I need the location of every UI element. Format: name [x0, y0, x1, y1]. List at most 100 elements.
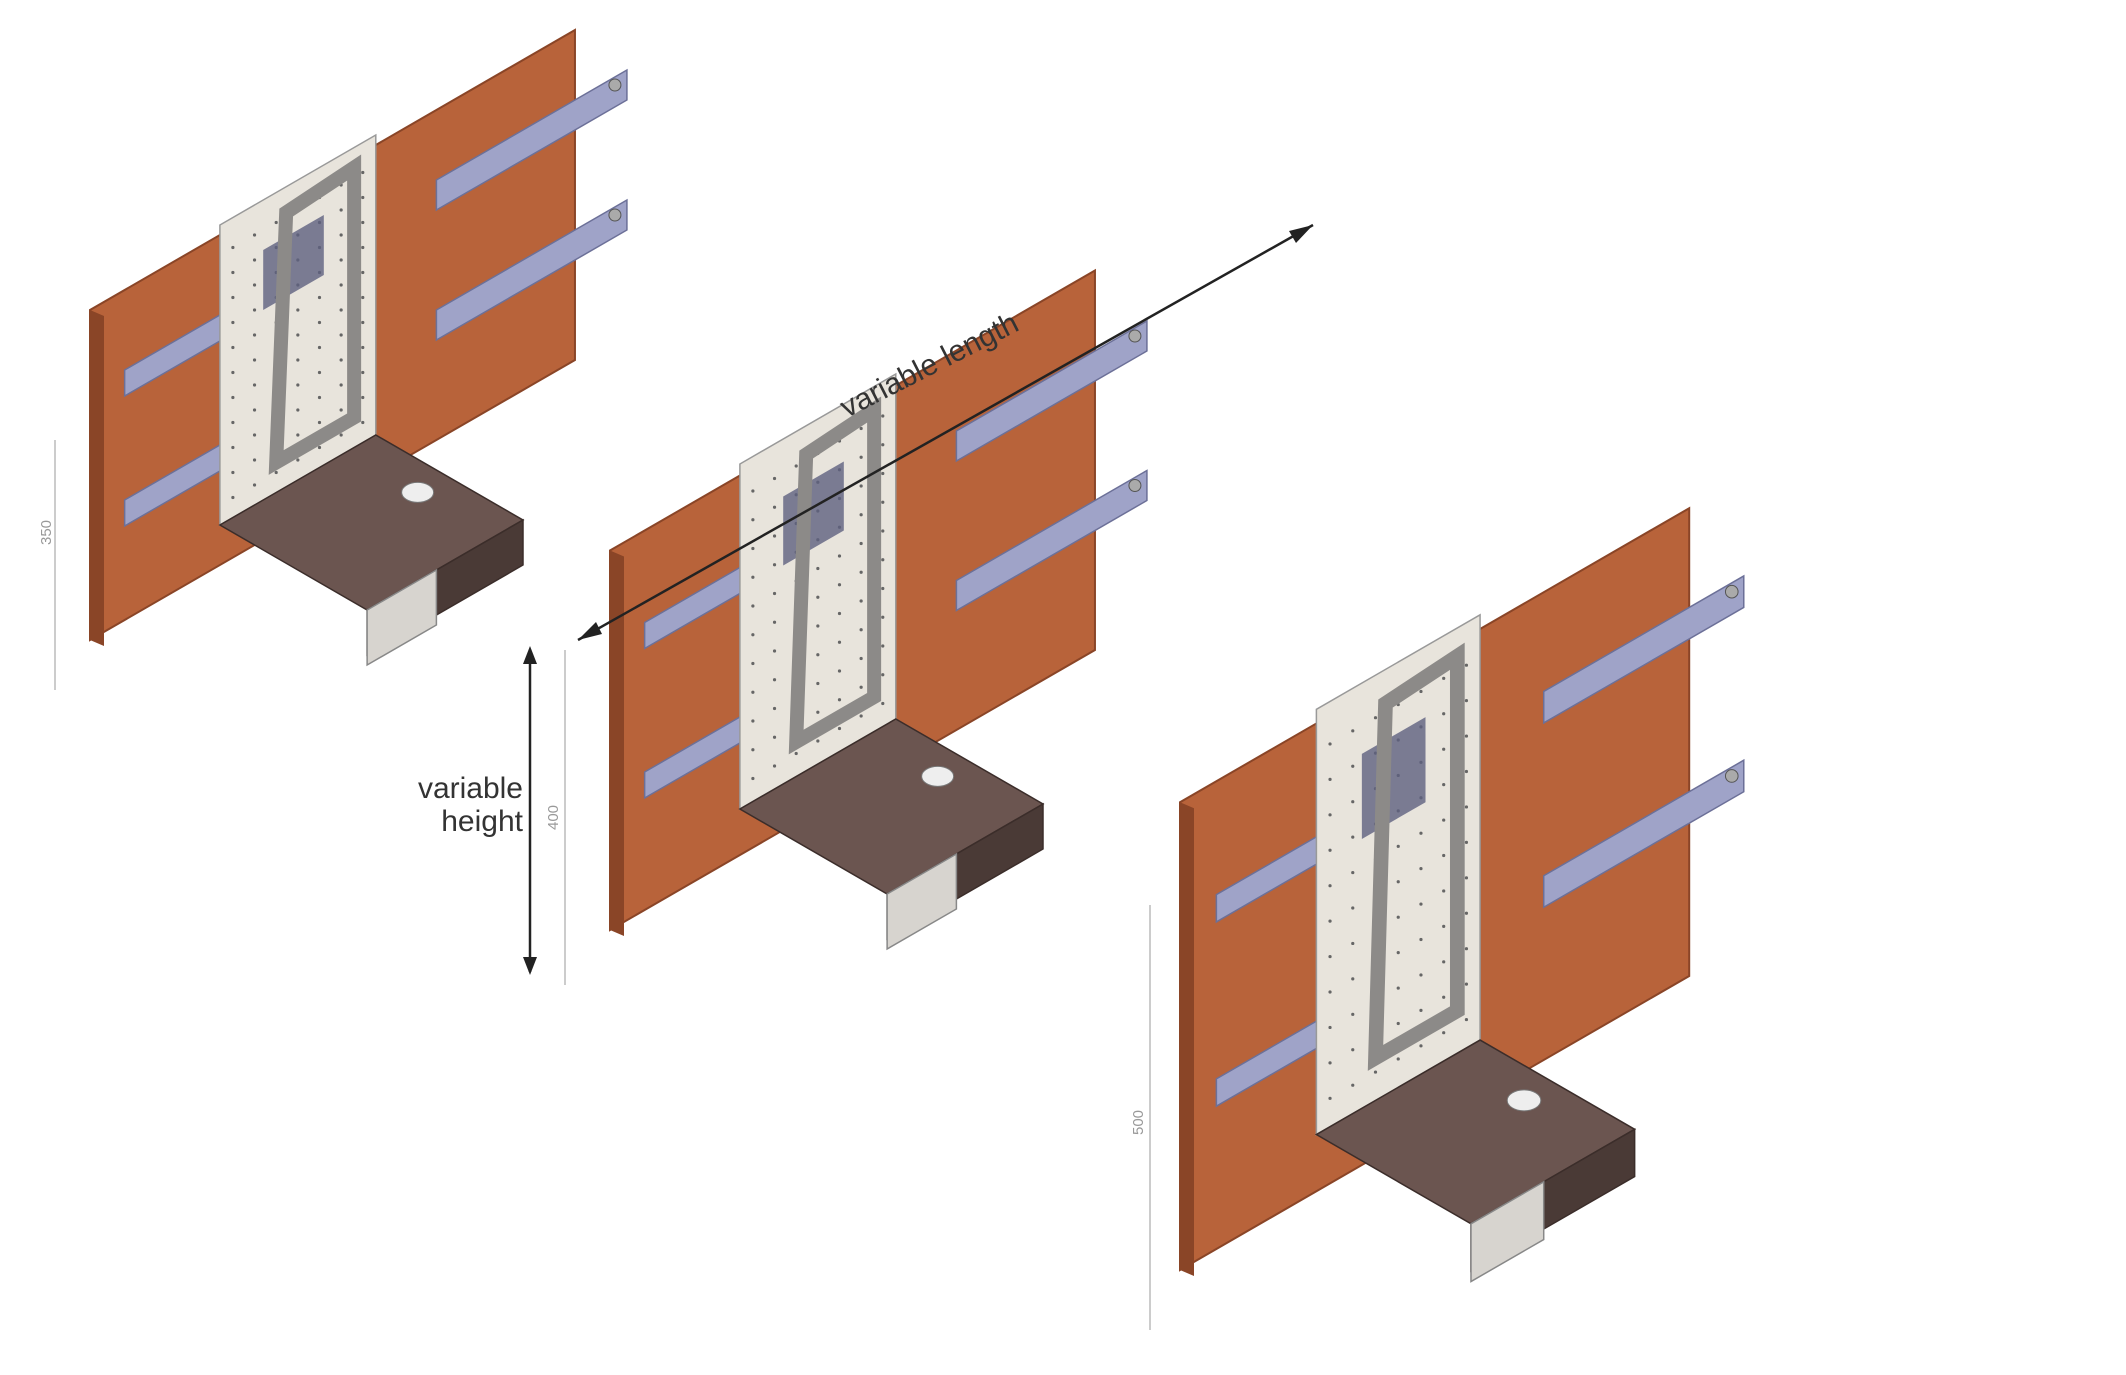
plate-hole [772, 591, 777, 596]
plate-hole [881, 471, 885, 476]
plate-hole [252, 483, 257, 487]
plate-hole [317, 420, 322, 425]
plate-hole [1373, 1070, 1378, 1074]
plate-hole [859, 570, 863, 574]
plate-hole [1464, 805, 1469, 809]
variable-height-label-line2: height [441, 805, 523, 838]
adjustment-knob-icon [1506, 1089, 1542, 1112]
plate-hole [837, 726, 842, 731]
plate-hole [772, 505, 777, 509]
plate-hole [317, 345, 322, 350]
steel-bracket [268, 154, 362, 475]
plate-hole [772, 649, 777, 653]
plate-hole [1328, 742, 1332, 746]
clamp-knob-icon [608, 78, 622, 92]
plate-hole [1351, 870, 1355, 875]
plate-hole [881, 673, 885, 677]
plate-hole [296, 308, 300, 312]
back-rail [435, 68, 628, 212]
adjustment-knob-icon [921, 765, 955, 787]
plate-hole [1351, 977, 1355, 981]
plate-hole [1396, 986, 1400, 990]
plate-hole [1464, 663, 1469, 667]
plate-hole [1464, 840, 1469, 844]
plate-hole [296, 433, 300, 437]
back-rail [435, 198, 628, 342]
plate-hole [1442, 676, 1446, 680]
plate-hole [339, 233, 343, 237]
plate-hole [1351, 835, 1355, 839]
plate-hole [837, 583, 842, 587]
plate-hole [1442, 889, 1446, 893]
plate-hole [1396, 1057, 1400, 1061]
plate-hole [859, 599, 863, 603]
plate-hole [751, 748, 755, 752]
plate-hole [1464, 769, 1469, 774]
plate-hole [252, 408, 257, 412]
plate-hole [1328, 1096, 1332, 1100]
plate-hole [339, 358, 343, 362]
plate-hole [1351, 800, 1355, 804]
plate-hole [1328, 1061, 1332, 1065]
plate-hole [1396, 1021, 1400, 1026]
plate-hole [231, 445, 235, 450]
plate-hole [859, 628, 863, 632]
plate-hole [1396, 915, 1400, 919]
plate-hole [1442, 1031, 1446, 1035]
plate-hole [361, 420, 365, 425]
back-rail [1542, 758, 1745, 909]
plate-hole [361, 345, 365, 350]
steel-bracket [788, 396, 882, 755]
variable-height-arrowhead-end [523, 957, 537, 975]
plate-hole [859, 455, 863, 459]
dimension-label-module-2: 400 [545, 804, 562, 830]
plate-hole [772, 476, 777, 481]
plate-hole [339, 258, 343, 262]
plate-hole [859, 513, 863, 517]
plate-hole [816, 739, 820, 743]
plate-hole [231, 345, 235, 350]
wooden-board-edge [1180, 802, 1194, 1276]
variable-length-arrowhead-start [578, 622, 602, 640]
plate-hole [339, 333, 343, 337]
plate-hole [816, 681, 820, 686]
plate-hole [317, 295, 322, 300]
plate-hole [881, 701, 885, 706]
variable-height-arrowhead-start [523, 646, 537, 664]
plate-hole [252, 283, 257, 287]
plate-hole [881, 529, 885, 533]
plate-hole [1442, 960, 1446, 964]
plate-hole [772, 620, 777, 624]
plate-hole [751, 575, 755, 579]
plate-hole [252, 358, 257, 362]
plate-hole [361, 170, 365, 175]
module-3 [1179, 506, 1745, 1283]
dimension-label-module-1: 350 [38, 519, 55, 545]
plate-hole [1442, 995, 1446, 999]
plate-hole [252, 458, 257, 462]
plate-hole [751, 546, 755, 551]
plate-hole [1419, 1044, 1423, 1048]
plate-hole [1351, 1012, 1355, 1016]
wooden-board-edge [610, 550, 624, 936]
plate-hole [252, 258, 257, 262]
plate-hole [361, 295, 365, 300]
variable-length-arrowhead-end [1289, 225, 1313, 243]
clamp-knob-icon [608, 208, 622, 222]
plate-hole [1328, 990, 1332, 994]
plate-hole [231, 420, 235, 425]
plate-hole [751, 604, 755, 608]
plate-hole [361, 395, 365, 400]
plate-hole [751, 661, 755, 666]
plate-hole [751, 633, 755, 637]
plate-hole [837, 554, 842, 558]
plate-hole [859, 714, 863, 718]
plate-hole [1419, 867, 1423, 871]
plate-hole [794, 464, 798, 468]
adjustment-knob-icon [401, 481, 435, 503]
plate-hole [751, 489, 755, 493]
steel-bracket [1367, 642, 1465, 1071]
plate-hole [1373, 716, 1378, 720]
plate-hole [296, 383, 300, 387]
